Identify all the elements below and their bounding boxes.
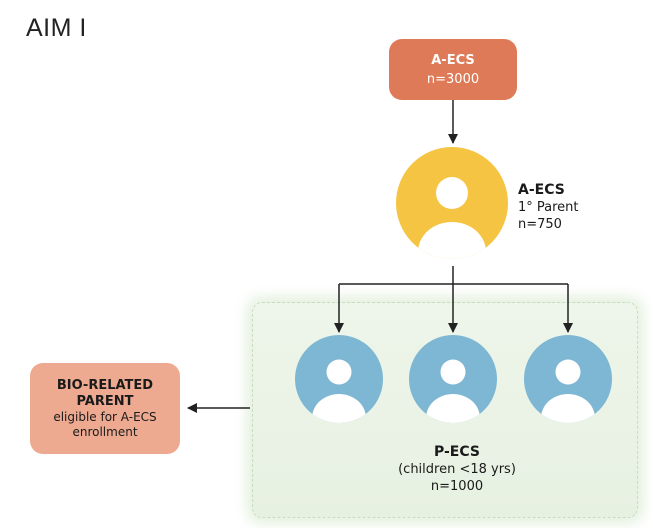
parent-node-role: 1° Parent <box>518 200 579 215</box>
bio-box-line-3: eligible for A-ECS <box>53 409 157 424</box>
a-ecs-source-count: n=3000 <box>426 71 480 87</box>
parent-avatar-icon <box>396 147 508 259</box>
parent-node-label: A-ECS 1° Parent n=750 <box>518 182 579 233</box>
bio-related-parent-box: BIO-RELATED PARENT eligible for A-ECS en… <box>30 363 180 454</box>
children-node-title: P-ECS <box>433 444 480 460</box>
bio-box-line-1: BIO-RELATED <box>56 377 154 393</box>
child-avatar-icon <box>295 335 383 423</box>
page-title: AIM I <box>26 14 87 42</box>
child-avatar-icon <box>524 335 612 423</box>
a-ecs-source-label: A-ECS <box>431 52 475 68</box>
bio-box-line-2: PARENT <box>76 393 134 409</box>
bio-box-line-4: enrollment <box>72 424 138 439</box>
parent-node-title: A-ECS <box>518 182 565 198</box>
parent-node-count: n=750 <box>518 217 562 232</box>
children-node-label: P-ECS (children <18 yrs) n=1000 <box>372 444 542 495</box>
children-node-count: n=1000 <box>430 479 484 494</box>
child-avatar-icon <box>409 335 497 423</box>
a-ecs-source-box: A-ECS n=3000 <box>389 39 517 100</box>
children-node-description: (children <18 yrs) <box>398 462 516 477</box>
